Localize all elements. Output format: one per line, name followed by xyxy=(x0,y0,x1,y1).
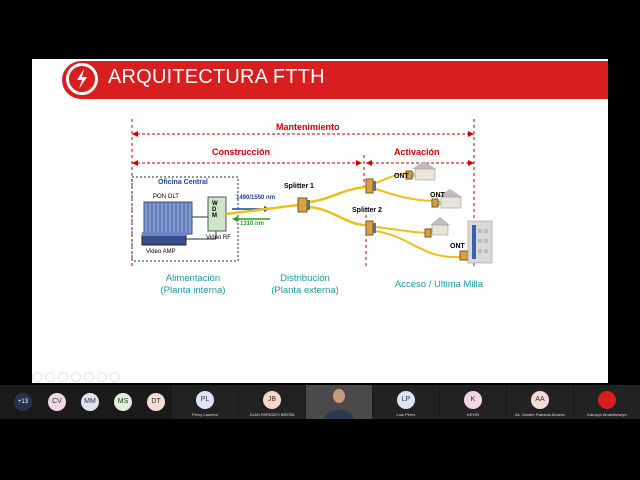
presentation-slide: ARQUITECTURA FTTH xyxy=(32,59,608,383)
presenter-video-tile[interactable] xyxy=(306,385,372,419)
mantenimiento-label: Mantenimiento xyxy=(276,122,340,132)
video-amp-label: Video AMP xyxy=(146,249,176,255)
building-icon xyxy=(467,220,493,264)
participant-logo-avatar-icon xyxy=(598,391,616,409)
ont-label-2: ONT xyxy=(430,192,445,199)
downstream-wavelength: 1490/1550 nm xyxy=(236,195,276,201)
activacion-bracket xyxy=(366,160,474,166)
participants-strip: +13 CV MM MS DT PL Percy Laureno JB JUAN… xyxy=(0,385,640,419)
control-dot-1[interactable] xyxy=(32,372,42,382)
participant-avatar-pl: PL xyxy=(196,391,214,409)
pon-olt-rack xyxy=(143,201,193,235)
lightning-logo-icon xyxy=(66,63,98,95)
participant-tile-jb[interactable]: JB JUAN PAREDES BREÑA xyxy=(239,385,305,419)
video-amp-device xyxy=(141,232,187,246)
splitter2-device xyxy=(365,220,376,236)
participant-name: KEVIN xyxy=(466,412,479,417)
presenter-person-icon xyxy=(306,385,372,419)
control-dot-7[interactable] xyxy=(110,372,120,382)
ont-label-3: ONT xyxy=(450,243,465,250)
overflow-participants-badge[interactable]: +13 xyxy=(14,393,32,411)
participant-avatar-ms[interactable]: MS xyxy=(114,393,132,411)
distribucion-title: Distribución xyxy=(280,273,330,284)
construccion-label: Construcción xyxy=(212,147,271,157)
splitter1-label: Splitter 1 xyxy=(284,183,314,190)
participant-tile-k[interactable]: K KEVIN xyxy=(440,385,506,419)
ont-label-1: ONT xyxy=(394,173,409,180)
participant-tile-aa[interactable]: AA Ak. Xander Rabanal Alvarez xyxy=(507,385,573,419)
ftth-diagram xyxy=(131,119,493,269)
alimentacion-subtitle: (Planta interna) xyxy=(160,285,226,296)
splitter-a-device xyxy=(365,178,376,194)
video-rf-label: Video RF xyxy=(206,235,231,241)
control-dot-6[interactable] xyxy=(97,372,107,382)
participant-avatar-mm[interactable]: MM xyxy=(81,393,99,411)
construccion-bracket xyxy=(132,155,365,187)
control-dot-5[interactable] xyxy=(84,372,94,382)
control-dot-3[interactable] xyxy=(58,372,68,382)
splitter1-device xyxy=(297,197,310,213)
participant-name: JUAN PAREDES BREÑA xyxy=(249,412,295,417)
acceso-label: Acceso / Ultima Milla xyxy=(394,279,484,290)
house-1-icon xyxy=(409,161,436,181)
participant-tile-ka[interactable]: Karusyn Amachinseyo xyxy=(574,385,640,419)
central-office-title: Oficina Central xyxy=(158,179,208,186)
upstream-wavelength: 1310 nm xyxy=(240,221,265,227)
distribucion-label: Distribución (Planta externa) xyxy=(262,273,348,297)
slide-controls[interactable] xyxy=(32,372,120,382)
participant-avatar-lp: LP xyxy=(397,391,415,409)
alimentacion-title: Alimentación xyxy=(165,273,221,284)
participant-avatar-aa: AA xyxy=(531,391,549,409)
participant-tile-pl[interactable]: PL Percy Laureno xyxy=(172,385,238,419)
participant-name: Percy Laureno xyxy=(191,412,218,417)
wdm-label: W D M xyxy=(212,201,218,219)
participant-name: Ak. Xander Rabanal Alvarez xyxy=(514,412,566,417)
participant-name: Luis Pérez xyxy=(396,412,416,417)
participant-avatar-cv[interactable]: CV xyxy=(48,393,66,411)
participant-avatar-k: K xyxy=(464,391,482,409)
activacion-label: Activación xyxy=(394,147,440,157)
mantenimiento-bracket xyxy=(131,119,475,269)
distribucion-subtitle: (Planta externa) xyxy=(271,285,339,296)
participant-tile-lp[interactable]: LP Luis Pérez xyxy=(373,385,439,419)
participant-avatar-dt[interactable]: DT xyxy=(147,393,165,411)
control-dot-4[interactable] xyxy=(71,372,81,382)
title-bar xyxy=(62,61,608,99)
participant-name: Karusyn Amachinseyo xyxy=(587,412,627,417)
pon-olt-label: PON OLT xyxy=(153,194,179,200)
alimentacion-label: Alimentación (Planta interna) xyxy=(150,273,236,297)
participant-avatar-jb: JB xyxy=(263,391,281,409)
control-dot-2[interactable] xyxy=(45,372,55,382)
slide-title: ARQUITECTURA FTTH xyxy=(108,66,325,88)
splitter2-label: Splitter 2 xyxy=(352,207,382,214)
